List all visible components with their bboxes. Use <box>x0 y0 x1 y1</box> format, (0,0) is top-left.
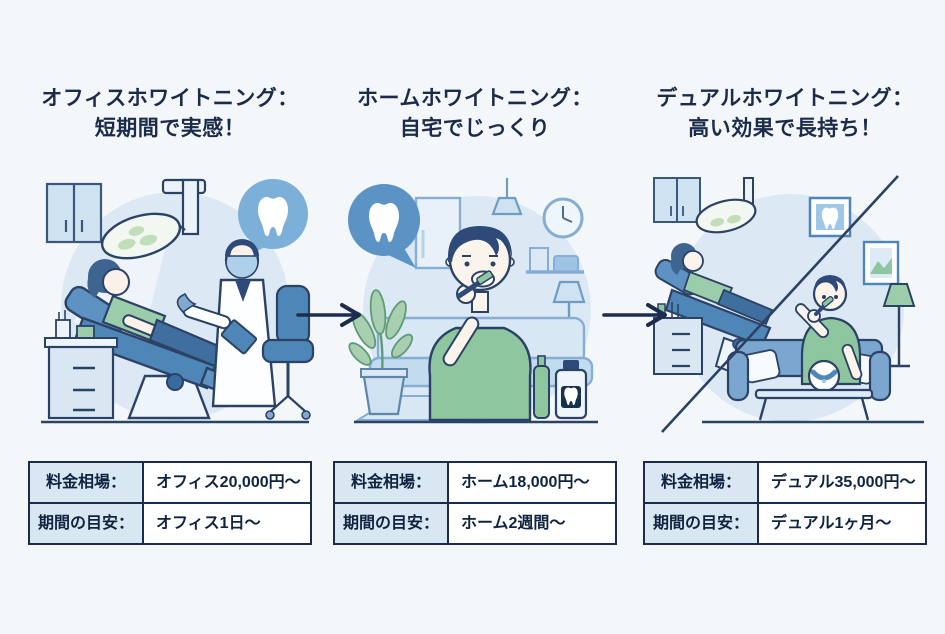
dentist <box>176 238 277 408</box>
dental-office-illustration <box>41 178 315 424</box>
toothpaste-and-brush <box>533 355 588 419</box>
office-price-duration-table: 料金相場： オフィス20,000円〜 期間の目安： オフィス1日〜 <box>28 460 312 546</box>
dual-price-duration-table: 料金相場： デュアル35,000円〜 期間の目安： デュアル1ヶ月〜 <box>643 460 927 546</box>
office-title-line2: 短期間で実感！ <box>94 117 246 141</box>
price-label-cell: 料金相場： <box>30 462 142 503</box>
arrow-right-icon <box>602 303 667 327</box>
pendant-light <box>491 177 523 215</box>
price-label-cell: 料金相場： <box>645 462 757 503</box>
dual-whitening-title: デュアルホワイトニング： 高い効果で長持ち！ <box>656 84 913 145</box>
price-value-cell: デュアル35,000円〜 <box>759 462 925 503</box>
arrow-right-icon <box>296 303 361 327</box>
home-half <box>726 240 916 421</box>
column-dual-whitening: デュアルホワイトニング： 高い効果で長持ち！ <box>640 0 930 546</box>
tooth-bubble-icon <box>348 183 420 268</box>
duration-label-cell: 期間の目安： <box>645 504 757 544</box>
office-whitening-title: オフィスホワイトニング： 短期間で実感！ <box>41 84 299 145</box>
home-title-line2: 自宅でじっくり <box>399 117 551 141</box>
potted-plant <box>348 289 414 415</box>
wall-clock <box>542 197 584 239</box>
dual-title-line2: 高い効果で長持ち！ <box>688 117 882 141</box>
tooth-bubble-icon <box>238 178 308 260</box>
duration-value-cell: オフィス1日〜 <box>144 504 310 544</box>
column-office-whitening: オフィスホワイトニング： 短期間で実感！ <box>25 0 315 546</box>
wall-shelf <box>526 246 584 274</box>
dual-title-line1: デュアルホワイトニング： <box>656 87 914 110</box>
home-brushing-illustration <box>348 177 598 424</box>
drawer-unit <box>44 309 118 419</box>
duration-label-cell: 期間の目安： <box>335 504 447 544</box>
floor-lamp <box>882 282 916 307</box>
clinic-half <box>653 176 852 378</box>
home-price-duration-table: 料金相場： ホーム18,000円〜 期間の目安： ホーム2週間〜 <box>333 460 617 546</box>
man-brushing <box>428 225 532 422</box>
diagonal-divider <box>661 174 899 433</box>
price-value-cell: ホーム18,000円〜 <box>449 462 615 503</box>
duration-label-cell: 期間の目安： <box>30 504 142 544</box>
dentist-stool <box>261 284 315 420</box>
duration-value-cell: ホーム2週間〜 <box>449 504 615 544</box>
dental-lamp <box>100 178 207 260</box>
dual-whitening-illustration <box>653 174 924 433</box>
wall-cabinet <box>45 182 103 243</box>
office-title-line1: オフィスホワイトニング： <box>41 87 299 110</box>
price-value-cell: オフィス20,000円〜 <box>144 462 310 503</box>
column-home-whitening: ホームホワイトニング： 自宅でじっくり <box>330 0 620 546</box>
duration-value-cell: デュアル1ヶ月〜 <box>759 504 925 544</box>
home-title-line1: ホームホワイトニング： <box>357 87 593 110</box>
home-whitening-title: ホームホワイトニング： 自宅でじっくり <box>357 84 593 145</box>
price-label-cell: 料金相場： <box>335 462 447 503</box>
